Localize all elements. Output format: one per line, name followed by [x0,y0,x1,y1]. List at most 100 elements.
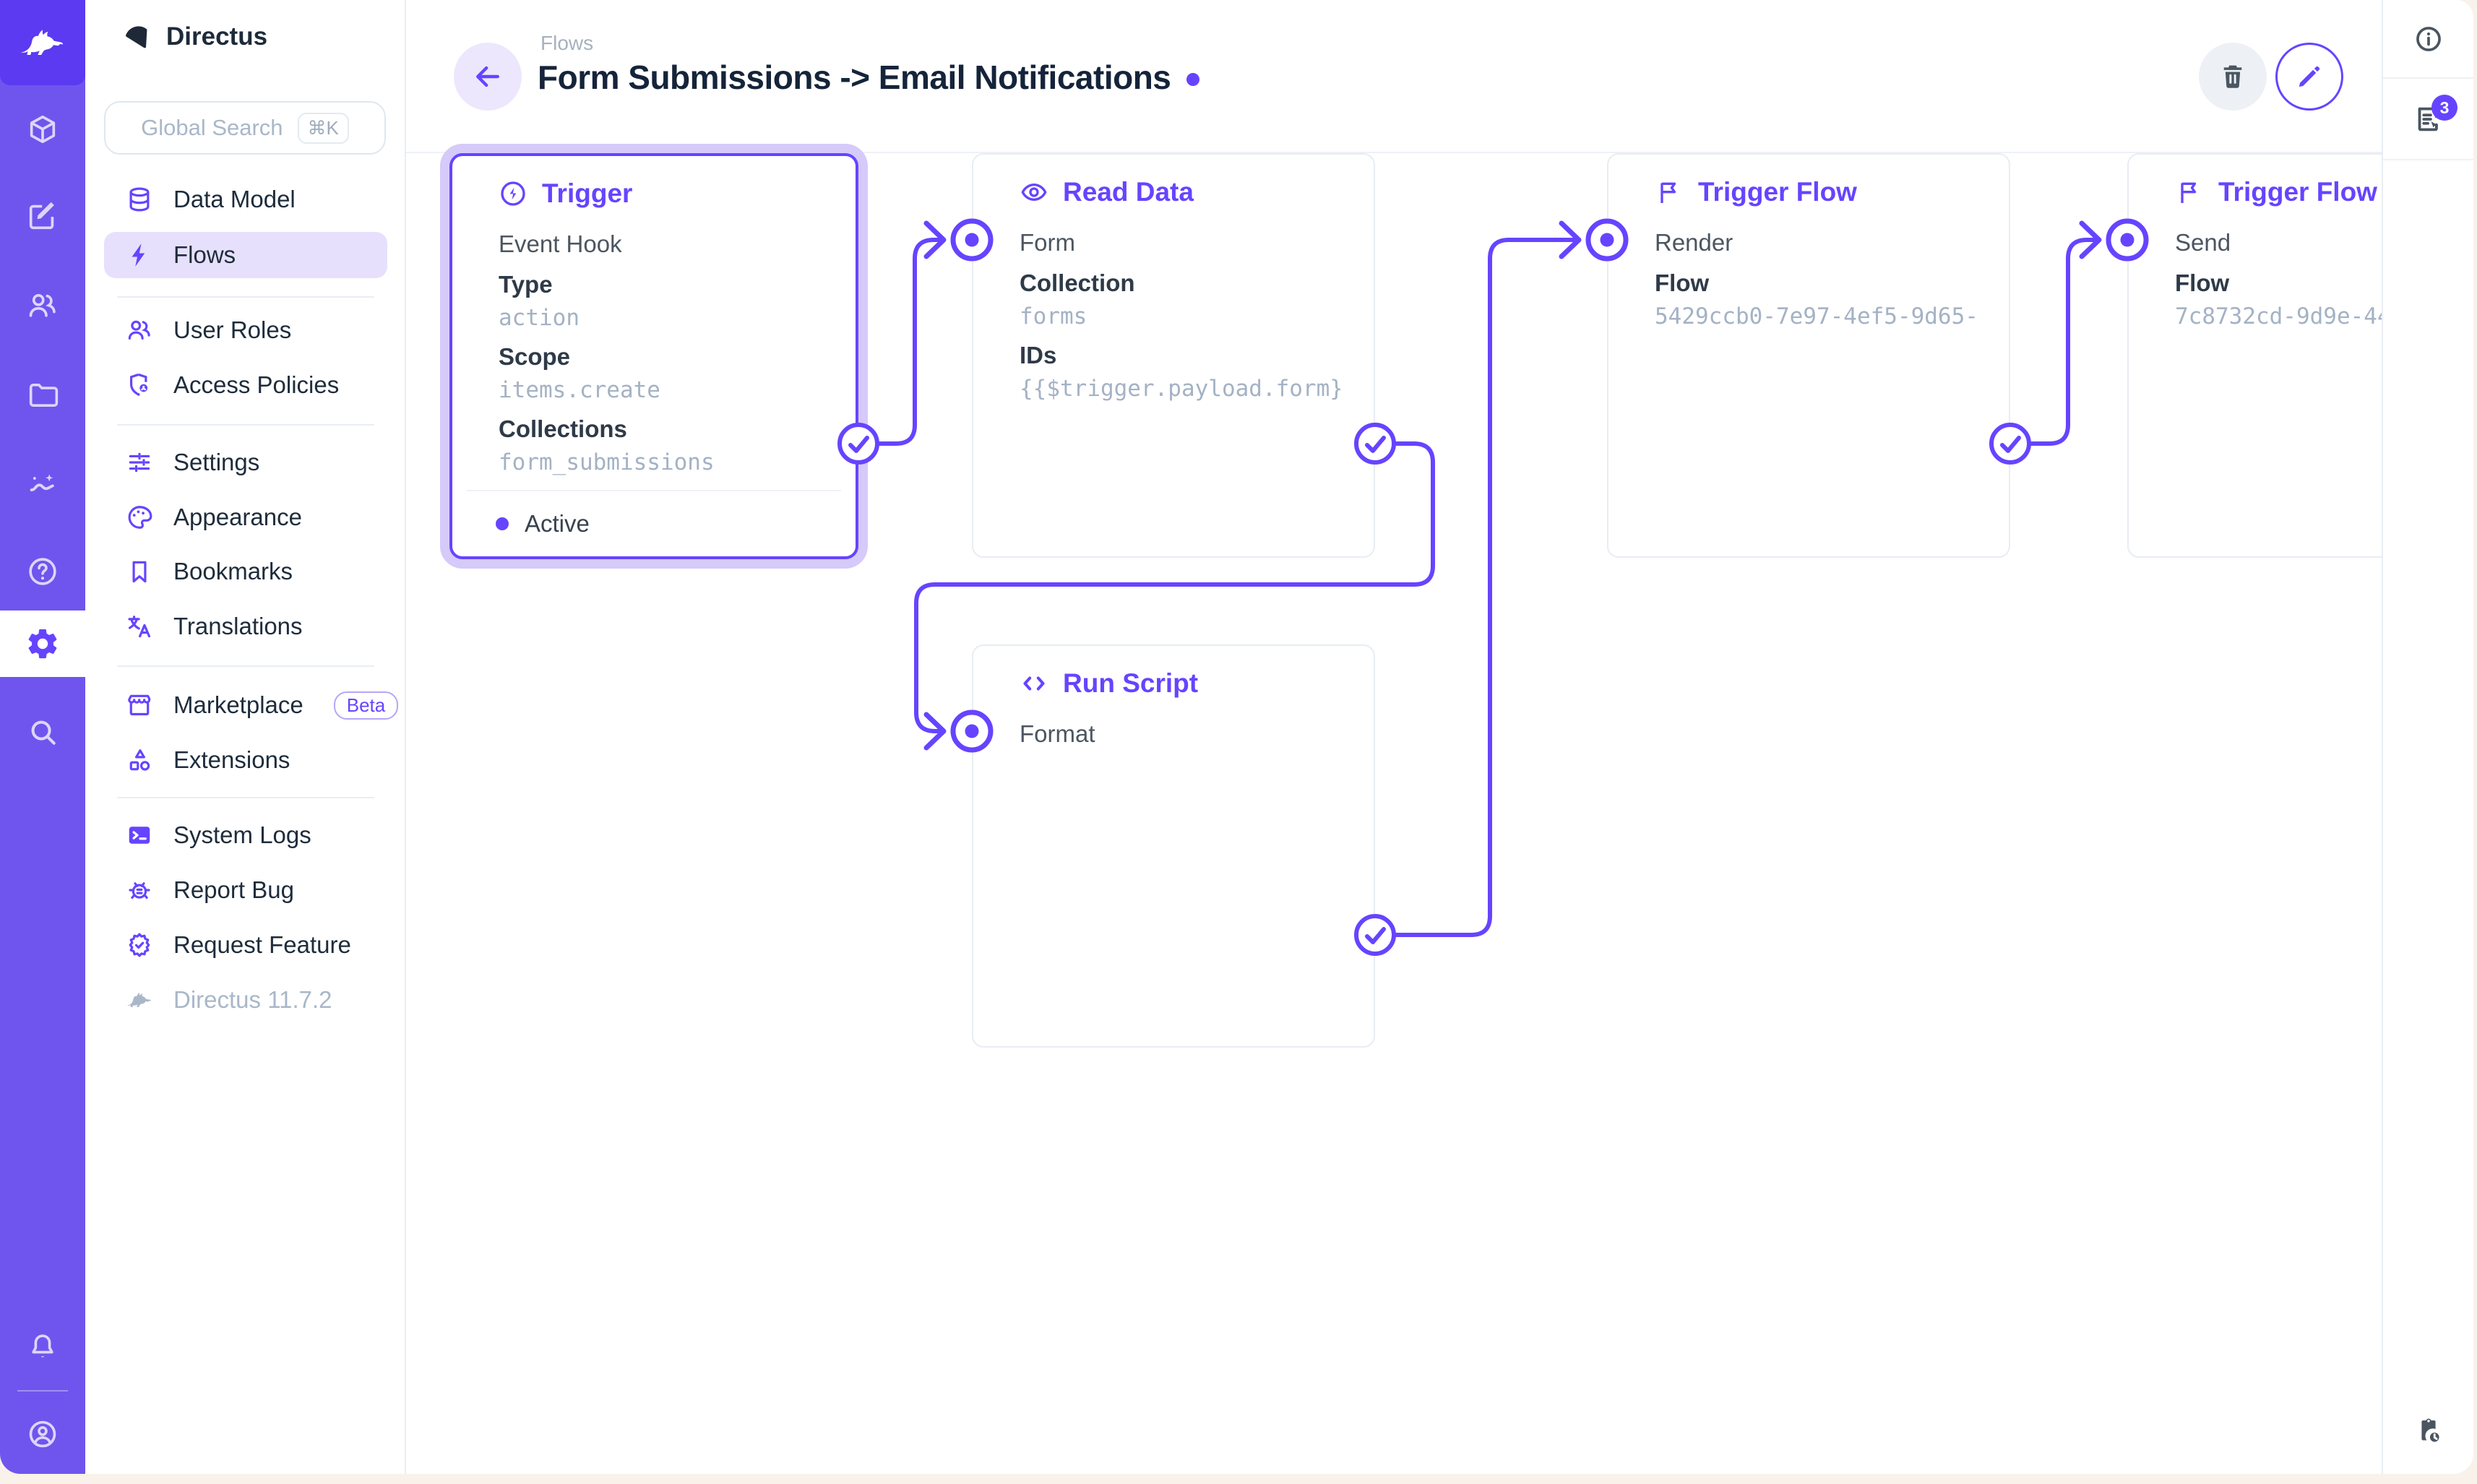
module-settings-active[interactable] [0,611,85,677]
sidebar-item-bookmarks[interactable]: Bookmarks [104,548,387,595]
bolt-icon [132,243,145,267]
trigger-subtitle: Event Hook [499,230,622,257]
project-switcher[interactable]: Directus [120,22,267,52]
directus-logo[interactable] [0,0,85,85]
logs-button[interactable]: 3 [2383,79,2473,160]
field-value: 5429ccb0-7e97-4ef5-9d65-2b… [1655,303,1976,329]
module-content[interactable] [0,102,85,157]
flow-node-run-script[interactable]: Run Script Format [972,644,1375,1048]
header-divider [405,152,2385,153]
palette-icon [128,506,152,529]
logs-count-badge: 3 [2431,95,2457,121]
node-title: Trigger Flow [2175,175,2473,210]
sidebar-item-marketplace[interactable]: Marketplace Beta [104,682,399,728]
directus-rabbit-icon [20,30,64,56]
sidebar-item-system-logs[interactable]: System Logs [104,812,387,858]
status-dot [496,517,509,530]
pencil-icon [2299,66,2320,87]
arrow-left-icon [476,66,499,87]
clipboard-clock-icon [2421,1418,2442,1444]
flow-node-read-data[interactable]: Read Data Form Collection forms IDs {{$t… [972,153,1375,558]
gear-icon [28,629,57,659]
sidebar-item-extensions[interactable]: Extensions [104,737,387,783]
notifications-button[interactable] [0,1320,85,1375]
flow-status-dot [1186,73,1200,86]
translate-icon [128,616,151,638]
sidebar-divider [117,424,374,426]
directus-wedge-icon [126,26,147,48]
input-label: Render [1655,229,1733,256]
field-value: items.create [499,377,660,403]
sidebar-item-access-policies[interactable]: Access Policies [104,362,387,408]
page-title: Form Submissions -> Email Notifications [538,59,1171,96]
right-rail: 3 [2382,0,2473,1474]
sidebar-item-appearance[interactable]: Appearance [104,494,387,540]
nav-sidebar: Directus Global Search ⌘K Data Model Flo… [85,0,406,1474]
people-icon [29,293,56,317]
sidebar-item-settings[interactable]: Settings [104,439,387,486]
node-title: Trigger [499,176,822,211]
directus-rabbit-icon [126,992,152,1007]
project-name: Directus [166,22,268,51]
field-value: {{$trigger.payload.form}} [1020,376,1340,402]
revision-button[interactable] [2383,1415,2473,1448]
sidebar-item-report-bug[interactable]: Report Bug [104,867,387,913]
database-icon [129,187,150,212]
field-label: IDs [1020,342,1057,368]
edit-button[interactable] [2275,43,2343,111]
edit-square-icon [29,202,54,230]
node-title: Run Script [1020,666,1340,701]
search-icon [31,720,56,745]
node-title: Trigger Flow [1655,175,1976,210]
field-label: Flow [2175,269,2230,296]
module-user-directory[interactable] [0,278,85,333]
module-insights[interactable] [0,456,85,511]
version-info: Directus 11.7.2 [104,977,387,1023]
field-label: Collection [1020,269,1135,296]
code-icon [1023,676,1045,691]
sidebar-divider [117,665,374,667]
folder-icon [29,383,59,407]
bolt-circle-icon [501,181,525,206]
trash-icon [2223,65,2242,88]
module-editor[interactable] [0,189,85,243]
seal-check-icon [129,933,150,957]
module-bar [0,0,85,1474]
info-button[interactable] [2383,0,2473,79]
shapes-icon [129,749,150,771]
field-value: form_submissions [499,449,715,475]
user-menu-button[interactable] [0,1407,85,1462]
sidebar-item-data-model[interactable]: Data Model [104,176,387,223]
bell-icon [32,1334,53,1358]
help-icon [29,558,56,585]
flow-node-trigger-flow-render[interactable]: Trigger Flow Render Flow 5429ccb0-7e97-4… [1607,153,2010,558]
shield-user-icon [130,373,148,396]
field-label: Collections [499,415,627,442]
insights-icon [30,474,54,492]
module-search[interactable] [0,704,85,759]
search-placeholder: Global Search [141,115,283,140]
bug-icon [129,882,150,900]
field-label: Type [499,271,553,298]
breadcrumb[interactable]: Flows [540,32,594,54]
global-search-input[interactable]: Global Search ⌘K [104,101,386,155]
field-value: action [499,305,580,331]
avatar-icon [29,1420,56,1448]
search-shortcut: ⌘K [297,112,349,144]
field-label: Flow [1655,269,1710,296]
delete-button[interactable] [2199,43,2267,111]
flow-node-trigger[interactable]: Trigger Event Hook Type action Scope ite… [449,153,858,559]
input-label: Send [2175,229,2231,256]
sidebar-item-user-roles[interactable]: User Roles [104,307,387,353]
sidebar-item-translations[interactable]: Translations [104,603,387,650]
back-button[interactable] [454,43,522,111]
field-value: forms [1020,303,1087,329]
module-documentation[interactable] [0,544,85,599]
sidebar-item-flows[interactable]: Flows [104,232,387,278]
module-file-library[interactable] [0,368,85,423]
field-label: Scope [499,343,571,370]
sidebar-item-request-feature[interactable]: Request Feature [104,922,387,968]
flag-icon [1660,182,1676,203]
storefront-icon [128,694,151,716]
